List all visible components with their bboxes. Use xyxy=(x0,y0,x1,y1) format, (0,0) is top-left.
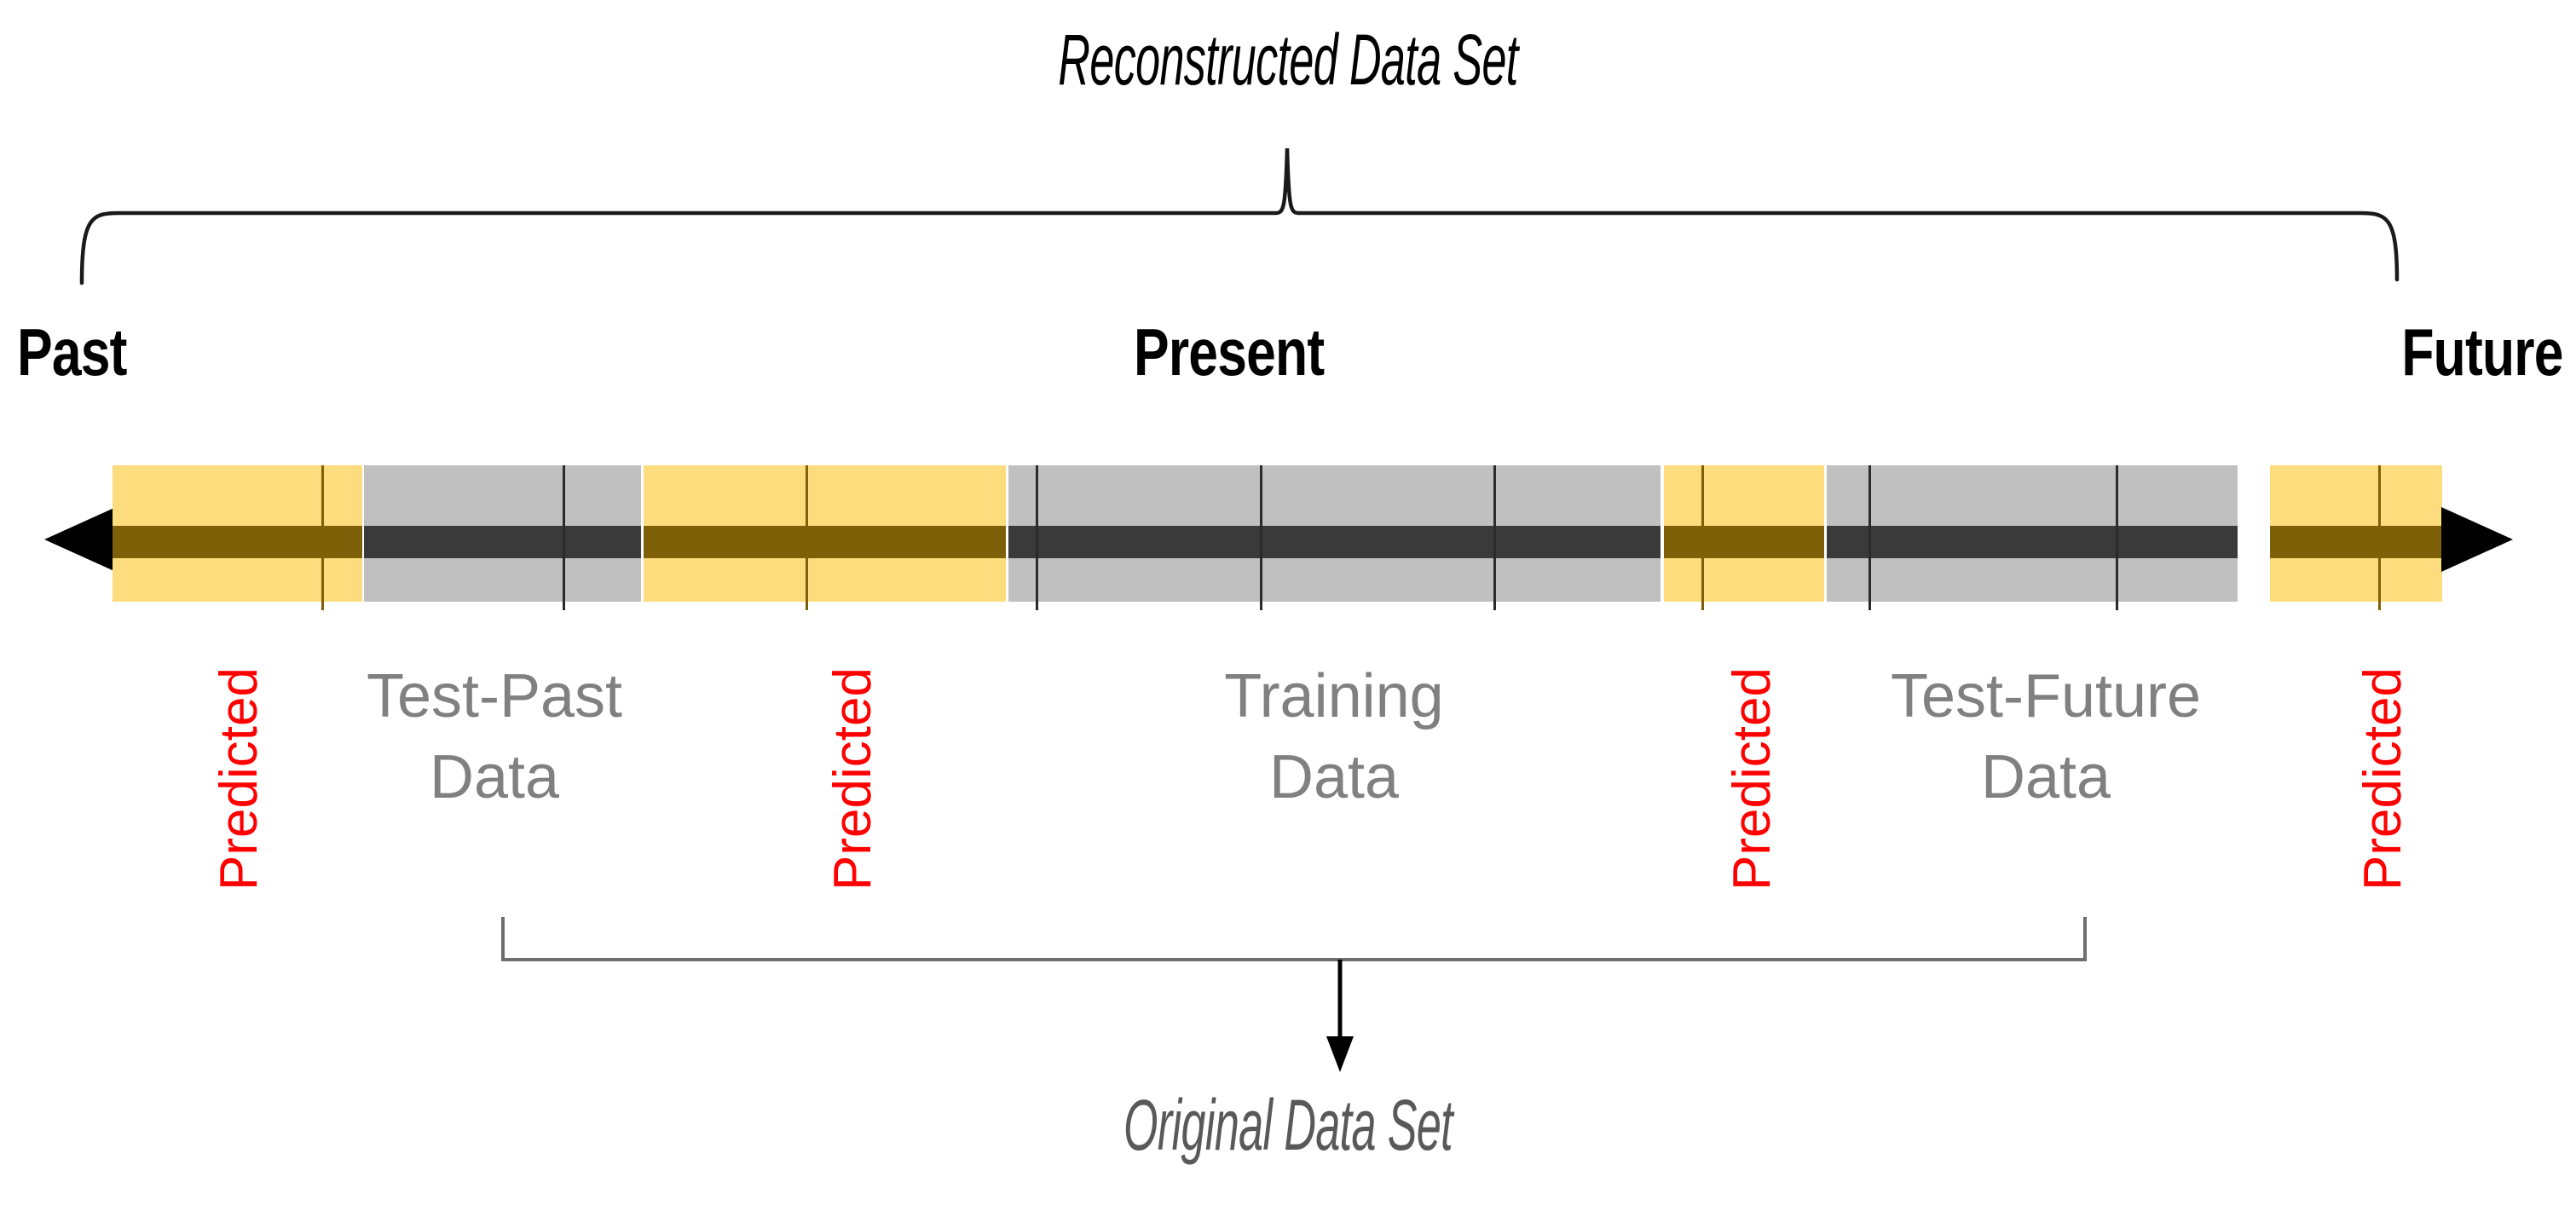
timeline-arrow-right-icon xyxy=(2441,507,2513,572)
original-data-set-title: Original Data Set xyxy=(1123,1085,1453,1165)
label-test-past-line2: Data xyxy=(429,743,560,812)
segment-line-test-future xyxy=(1827,526,2238,558)
label-training-data: Training Data xyxy=(1134,656,1534,818)
original-data-set-bracket-icon xyxy=(501,917,2087,1072)
label-training-line2: Data xyxy=(1268,743,1400,812)
predicted-label-3: Predicted xyxy=(1723,667,1782,891)
timeline-axis xyxy=(0,443,2576,631)
label-test-future-data: Test-Future Data xyxy=(1816,656,2276,818)
label-test-past-data: Test-Past Data xyxy=(294,656,695,818)
tick-mark xyxy=(321,465,324,610)
era-label-past: Past xyxy=(17,314,127,389)
era-label-future: Future xyxy=(2401,314,2563,389)
tick-mark xyxy=(563,465,565,610)
tick-mark xyxy=(2378,465,2381,610)
tick-mark xyxy=(1260,465,1262,610)
segment-line-predicted-3 xyxy=(1664,526,1824,558)
segment-line-predicted-2 xyxy=(644,526,1006,558)
label-training-line1: Training xyxy=(1224,662,1444,730)
segment-line-training xyxy=(1008,526,1661,558)
reconstructed-data-set-title: Reconstructed Data Set xyxy=(1058,20,1518,100)
predicted-label-4: Predicted xyxy=(2354,667,2412,891)
predicted-label-2: Predicted xyxy=(823,667,882,891)
tick-mark xyxy=(2116,465,2118,610)
predicted-label-1: Predicted xyxy=(210,667,269,891)
tick-mark xyxy=(1493,465,1496,610)
tick-mark xyxy=(806,465,808,610)
era-label-present: Present xyxy=(1134,314,1325,389)
segment-line-predicted-4 xyxy=(2270,526,2442,558)
tick-mark xyxy=(1868,465,1871,610)
label-test-past-line1: Test-Past xyxy=(366,662,623,730)
reconstructed-brace-icon xyxy=(79,147,2400,286)
segment-line-predicted-1 xyxy=(113,526,362,558)
timeline-arrow-left-icon xyxy=(44,507,116,572)
segment-line-test-past xyxy=(364,526,641,558)
label-test-future-line1: Test-Future xyxy=(1890,662,2202,730)
label-test-future-line2: Data xyxy=(1980,743,2111,812)
tick-mark xyxy=(1701,465,1704,610)
tick-mark xyxy=(1036,465,1038,610)
